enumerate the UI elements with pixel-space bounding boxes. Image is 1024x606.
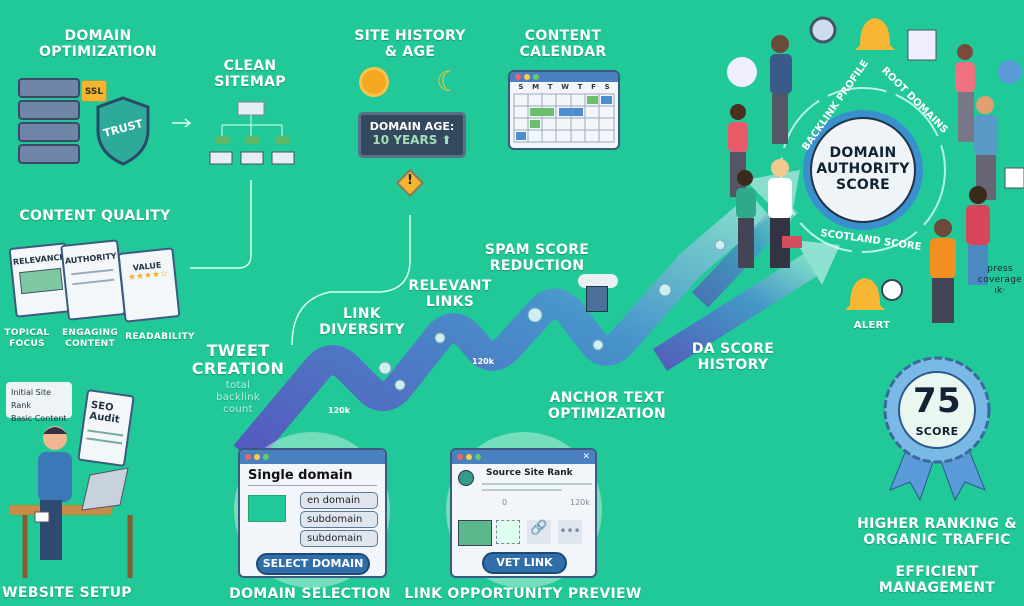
server-rack-icon	[586, 286, 608, 312]
domain-option[interactable]: subdomain	[300, 530, 378, 547]
person	[768, 159, 792, 268]
calendar-day-header: T	[547, 83, 553, 91]
person-at-desk-illustration	[10, 426, 133, 578]
connector-line	[190, 180, 252, 269]
calendar-day-header: S	[604, 83, 610, 91]
site-history-title: SITE HISTORY& AGE	[354, 28, 466, 60]
sun-icon	[362, 70, 386, 94]
domain-age-value: 10 YEARS ⬆	[372, 133, 452, 147]
badge-value: 75	[913, 381, 961, 421]
da-arrow	[653, 251, 822, 371]
image-icon[interactable]	[496, 520, 520, 544]
sitemap-tree-icon	[209, 101, 295, 165]
caption-readability: READABILITY	[125, 332, 195, 342]
connector-arrow	[172, 118, 192, 128]
outcome-ranking: HIGHER RANKING &ORGANIC TRAFFIC	[857, 516, 1017, 548]
avatar	[458, 470, 474, 486]
rank-max: 120k	[570, 498, 590, 507]
domain-selection-title: DOMAIN SELECTION	[229, 586, 391, 602]
bell-icon	[855, 18, 895, 50]
domain-selection-window: Single domain en domain subdomain subdom…	[238, 448, 387, 578]
quality-card-authority: AUTHORITY	[60, 239, 126, 321]
ssl-lock-icon: SSL	[81, 80, 107, 102]
share-icon	[998, 60, 1022, 84]
badge-label: SCORE	[915, 425, 959, 438]
content-quality-title: CONTENT QUALITY	[19, 208, 171, 224]
person	[955, 44, 975, 142]
moon-icon: ☾	[436, 65, 462, 98]
image-icon[interactable]	[458, 520, 492, 546]
search-icon	[809, 16, 837, 44]
rank-min: 0	[502, 498, 508, 507]
domain-heading: Single domain	[248, 468, 377, 486]
person	[974, 96, 998, 200]
calendar-icon	[1004, 167, 1024, 189]
connector-line	[291, 215, 411, 346]
calendar-day-header: W	[561, 83, 569, 91]
flag-icon	[782, 236, 802, 248]
cloud-server-icon	[578, 274, 618, 288]
person	[770, 35, 792, 144]
domain-age-panel: DOMAIN AGE: 10 YEARS ⬆	[358, 112, 466, 158]
domain-option[interactable]: en domain	[300, 492, 378, 509]
alert-label: ALERT	[853, 320, 891, 331]
count-badge: 120k	[472, 357, 495, 366]
calendar-day-header: F	[591, 83, 596, 91]
trust-shield-icon	[96, 96, 150, 166]
person	[930, 219, 956, 323]
calendar-day-header: S	[518, 83, 524, 91]
domain-preview-box	[248, 495, 286, 522]
warning-mark: !	[407, 173, 413, 188]
domain-age-label: DOMAIN AGE:	[369, 120, 455, 133]
person	[966, 186, 990, 285]
link-preview-window: ✕ Source Site Rank 0 120k 🔗 ••• VET LINK	[450, 448, 597, 578]
website-setup-title: WEBSITE SETUP	[2, 585, 132, 601]
server-icon	[18, 78, 80, 164]
domain-option[interactable]: subdomain	[300, 511, 378, 528]
close-icon[interactable]: ✕	[582, 452, 590, 462]
calendar-day-header: M	[532, 83, 540, 91]
calendar-day-header: T	[577, 83, 583, 91]
newspaper-icon	[907, 29, 937, 61]
person	[736, 170, 756, 268]
clock-icon	[881, 279, 903, 301]
book-icon	[727, 57, 757, 87]
quality-card-value: VALUE★★★★☆	[117, 247, 181, 323]
link-icon[interactable]: 🔗	[527, 520, 551, 544]
more-icon[interactable]: •••	[558, 520, 582, 544]
bell-icon	[845, 278, 885, 310]
da-arrowhead	[795, 240, 840, 285]
count-badge: 120k	[328, 406, 351, 415]
team-illustration	[727, 16, 1024, 323]
person	[728, 104, 748, 197]
score-badge	[883, 356, 991, 502]
select-domain-button[interactable]: SELECT DOMAIN	[256, 553, 370, 575]
calendar-grid	[513, 93, 615, 143]
source-rank-heading: Source Site Rank	[486, 468, 573, 478]
link-preview-title: LINK OPPORTUNITY PREVIEW	[404, 586, 642, 602]
vet-link-button[interactable]: VET LINK	[482, 552, 567, 574]
